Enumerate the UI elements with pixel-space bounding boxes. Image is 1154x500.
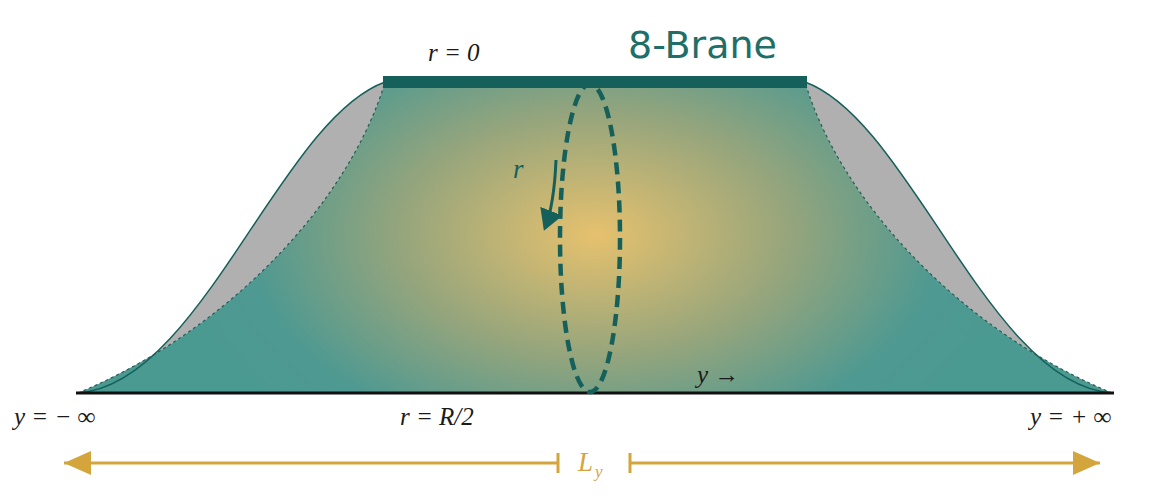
coordinate-label: y = − ∞ [14, 404, 95, 429]
brane-bar [383, 76, 807, 88]
coordinate-label: r [513, 156, 524, 183]
length-tick [557, 453, 560, 473]
length-arrow [630, 462, 1100, 465]
brane-title: 8-Brane [628, 26, 777, 64]
coordinate-label: y → [697, 362, 739, 387]
coordinate-label: y = + ∞ [1030, 404, 1111, 429]
inner-boundary [78, 82, 385, 393]
length-label: L [578, 449, 593, 476]
bulk-region [78, 82, 1112, 393]
r-arrow [545, 160, 556, 228]
outer-boundary [78, 82, 385, 393]
inner-boundary [805, 82, 1112, 393]
length-arrow [64, 462, 558, 465]
outer-boundary [805, 82, 1112, 393]
coordinate-label: r = R/2 [400, 404, 474, 429]
coordinate-label: r = 0 [428, 40, 480, 65]
length-tick [629, 453, 632, 473]
circle-fiber [560, 84, 620, 392]
length-subscript: y [595, 463, 603, 480]
